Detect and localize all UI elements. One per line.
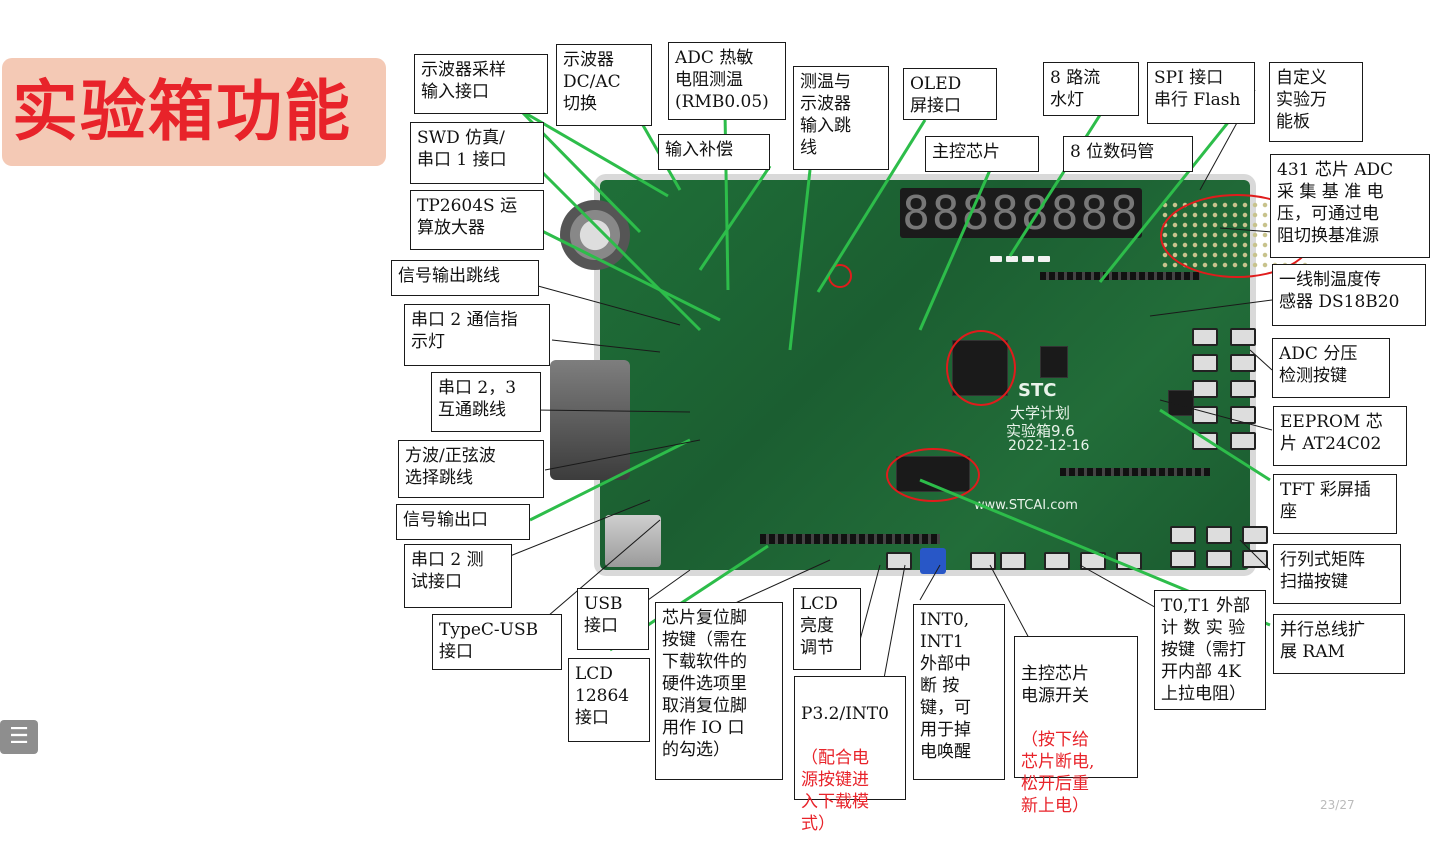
label-p32-int0: P3.2/INT0 （配合电 源按键进 入下载模 式） bbox=[794, 676, 906, 834]
label-uart2-led: 串口 2 通信指 示灯 bbox=[404, 304, 550, 366]
label-usb-port: USB 接口 bbox=[577, 588, 649, 650]
label-parallel-ram: 并行总线扩 展 RAM bbox=[1273, 614, 1405, 674]
led bbox=[990, 256, 1002, 262]
label-adc-thermistor: ADC 热敏 电阻测温 (RMB0.05) bbox=[668, 42, 786, 120]
list-icon[interactable]: ☰ bbox=[0, 720, 38, 754]
adc-key bbox=[1192, 328, 1218, 346]
led bbox=[1038, 256, 1050, 262]
p32-int0-main: P3.2/INT0 bbox=[801, 704, 889, 724]
seven-segment-display: 88888888 bbox=[900, 188, 1142, 238]
bus-header bbox=[1060, 468, 1210, 476]
label-oled-port: OLED 屏接口 bbox=[903, 68, 997, 120]
label-lcd12864: LCD 12864 接口 bbox=[568, 658, 650, 742]
label-power-switch: 主控芯片 电源开关 （按下给 芯片断电, 松开后重 新上电） bbox=[1014, 636, 1138, 816]
label-matrix-keys: 行列式矩阵 扫描按键 bbox=[1273, 544, 1401, 604]
label-input-compensation: 输入补偿 bbox=[658, 134, 770, 170]
label-typec-usb: TypeC-USB 接口 bbox=[432, 614, 562, 670]
led bbox=[1006, 256, 1018, 262]
label-signal-out-jumper: 信号输出跳线 bbox=[391, 260, 539, 296]
board-date: 2022-12-16 bbox=[1008, 438, 1090, 454]
adc-key bbox=[1230, 380, 1256, 398]
label-wave-jumper: 方波/正弦波 选择跳线 bbox=[398, 440, 544, 498]
usb-connector bbox=[605, 515, 661, 567]
db9-connector bbox=[550, 360, 630, 480]
flash-chip bbox=[1040, 346, 1068, 378]
power-switch-note: （按下给 芯片断电, 松开后重 新上电） bbox=[1021, 730, 1095, 816]
label-spi-flash: SPI 接口 串行 Flash bbox=[1147, 62, 1255, 124]
title-banner: 实验箱功能 bbox=[2, 58, 386, 166]
matrix-key bbox=[1170, 550, 1196, 568]
label-scope-sample-input: 示波器采样 输入接口 bbox=[414, 54, 548, 114]
board-brand: STC bbox=[1018, 380, 1057, 401]
label-custom-board: 自定义 实验万 能板 bbox=[1269, 62, 1363, 142]
label-ds18b20: 一线制温度传 感器 DS18B20 bbox=[1272, 264, 1426, 326]
power-button bbox=[1044, 552, 1070, 570]
adc-key bbox=[1230, 406, 1256, 424]
adc-key bbox=[1192, 354, 1218, 372]
adc-key bbox=[1230, 354, 1256, 372]
label-tft-socket: TFT 彩屏插 座 bbox=[1273, 474, 1397, 534]
matrix-key bbox=[1206, 550, 1232, 568]
led bbox=[1022, 256, 1034, 262]
power-switch-main: 主控芯片 电源开关 bbox=[1021, 664, 1089, 706]
label-uart2-test: 串口 2 测 试接口 bbox=[404, 544, 512, 608]
label-lcd-contrast: LCD 亮度 调节 bbox=[793, 588, 861, 670]
int1-button bbox=[1000, 552, 1026, 570]
label-uart23-jumper: 串口 2，3 互通跳线 bbox=[431, 372, 541, 432]
matrix-key bbox=[1170, 526, 1196, 544]
highlight-ring bbox=[946, 330, 1016, 406]
p32-int0-note: （配合电 源按键进 入下载模 式） bbox=[801, 748, 869, 834]
board-line1: 大学计划 bbox=[1010, 404, 1071, 422]
board-line2: 实验箱9.6 bbox=[1006, 422, 1075, 440]
lcd-header bbox=[760, 534, 940, 544]
label-signal-out-port: 信号输出口 bbox=[396, 504, 530, 540]
page-title: 实验箱功能 bbox=[12, 73, 352, 150]
pcb-board-photo: 88888888 STC 大学计划 bbox=[540, 180, 1314, 580]
reset-button bbox=[886, 552, 912, 570]
contrast-potentiometer bbox=[920, 548, 946, 574]
int0-button bbox=[970, 552, 996, 570]
label-scope-dc-ac: 示波器 DC/AC 切换 bbox=[556, 44, 652, 126]
pcb-board: 88888888 STC 大学计划 bbox=[600, 180, 1314, 574]
matrix-key bbox=[1206, 526, 1232, 544]
label-swd-uart1: SWD 仿真/ 串口 1 接口 bbox=[410, 122, 544, 184]
label-tp2604s: TP2604S 运 算放大器 bbox=[410, 190, 544, 250]
label-t0t1-keys: T0,T1 外部 计 数 实 验 按键（需打 开内部 4K 上拉电阻） bbox=[1154, 590, 1266, 710]
adc-key bbox=[1230, 328, 1256, 346]
label-reset-key: 芯片复位脚 按键（需在 下载软件的 硬件选项里 取消复位脚 用作 IO 口 的勾… bbox=[655, 602, 783, 780]
label-int-keys: INT0, INT1 外部中 断 按 键，可 用于掉 电唤醒 bbox=[913, 604, 1005, 780]
label-eeprom: EEPROM 芯 片 AT24C02 bbox=[1273, 406, 1407, 466]
highlight-ring bbox=[886, 448, 980, 502]
label-adc-keys: ADC 分压 检测按键 bbox=[1272, 338, 1390, 398]
label-led-chaser: 8 路流 水灯 bbox=[1043, 62, 1139, 116]
adc-key bbox=[1230, 432, 1256, 450]
label-seg-display: 8 位数码管 bbox=[1063, 136, 1193, 172]
leader-lines bbox=[499, 89, 1273, 701]
matrix-key bbox=[1242, 550, 1268, 568]
adc-key bbox=[1192, 380, 1218, 398]
adc-key bbox=[1192, 432, 1218, 450]
tft-header bbox=[1040, 272, 1200, 280]
label-temp-scope-jumper: 测温与 示波器 输入跳 线 bbox=[793, 66, 889, 170]
board-url: www.STCAI.com bbox=[974, 498, 1078, 513]
label-main-chip: 主控芯片 bbox=[925, 136, 1039, 172]
label-tl431: 431 芯片 ADC 采 集 基 准 电 压，可通过电 阻切换基准源 bbox=[1270, 154, 1430, 258]
matrix-key bbox=[1242, 526, 1268, 544]
